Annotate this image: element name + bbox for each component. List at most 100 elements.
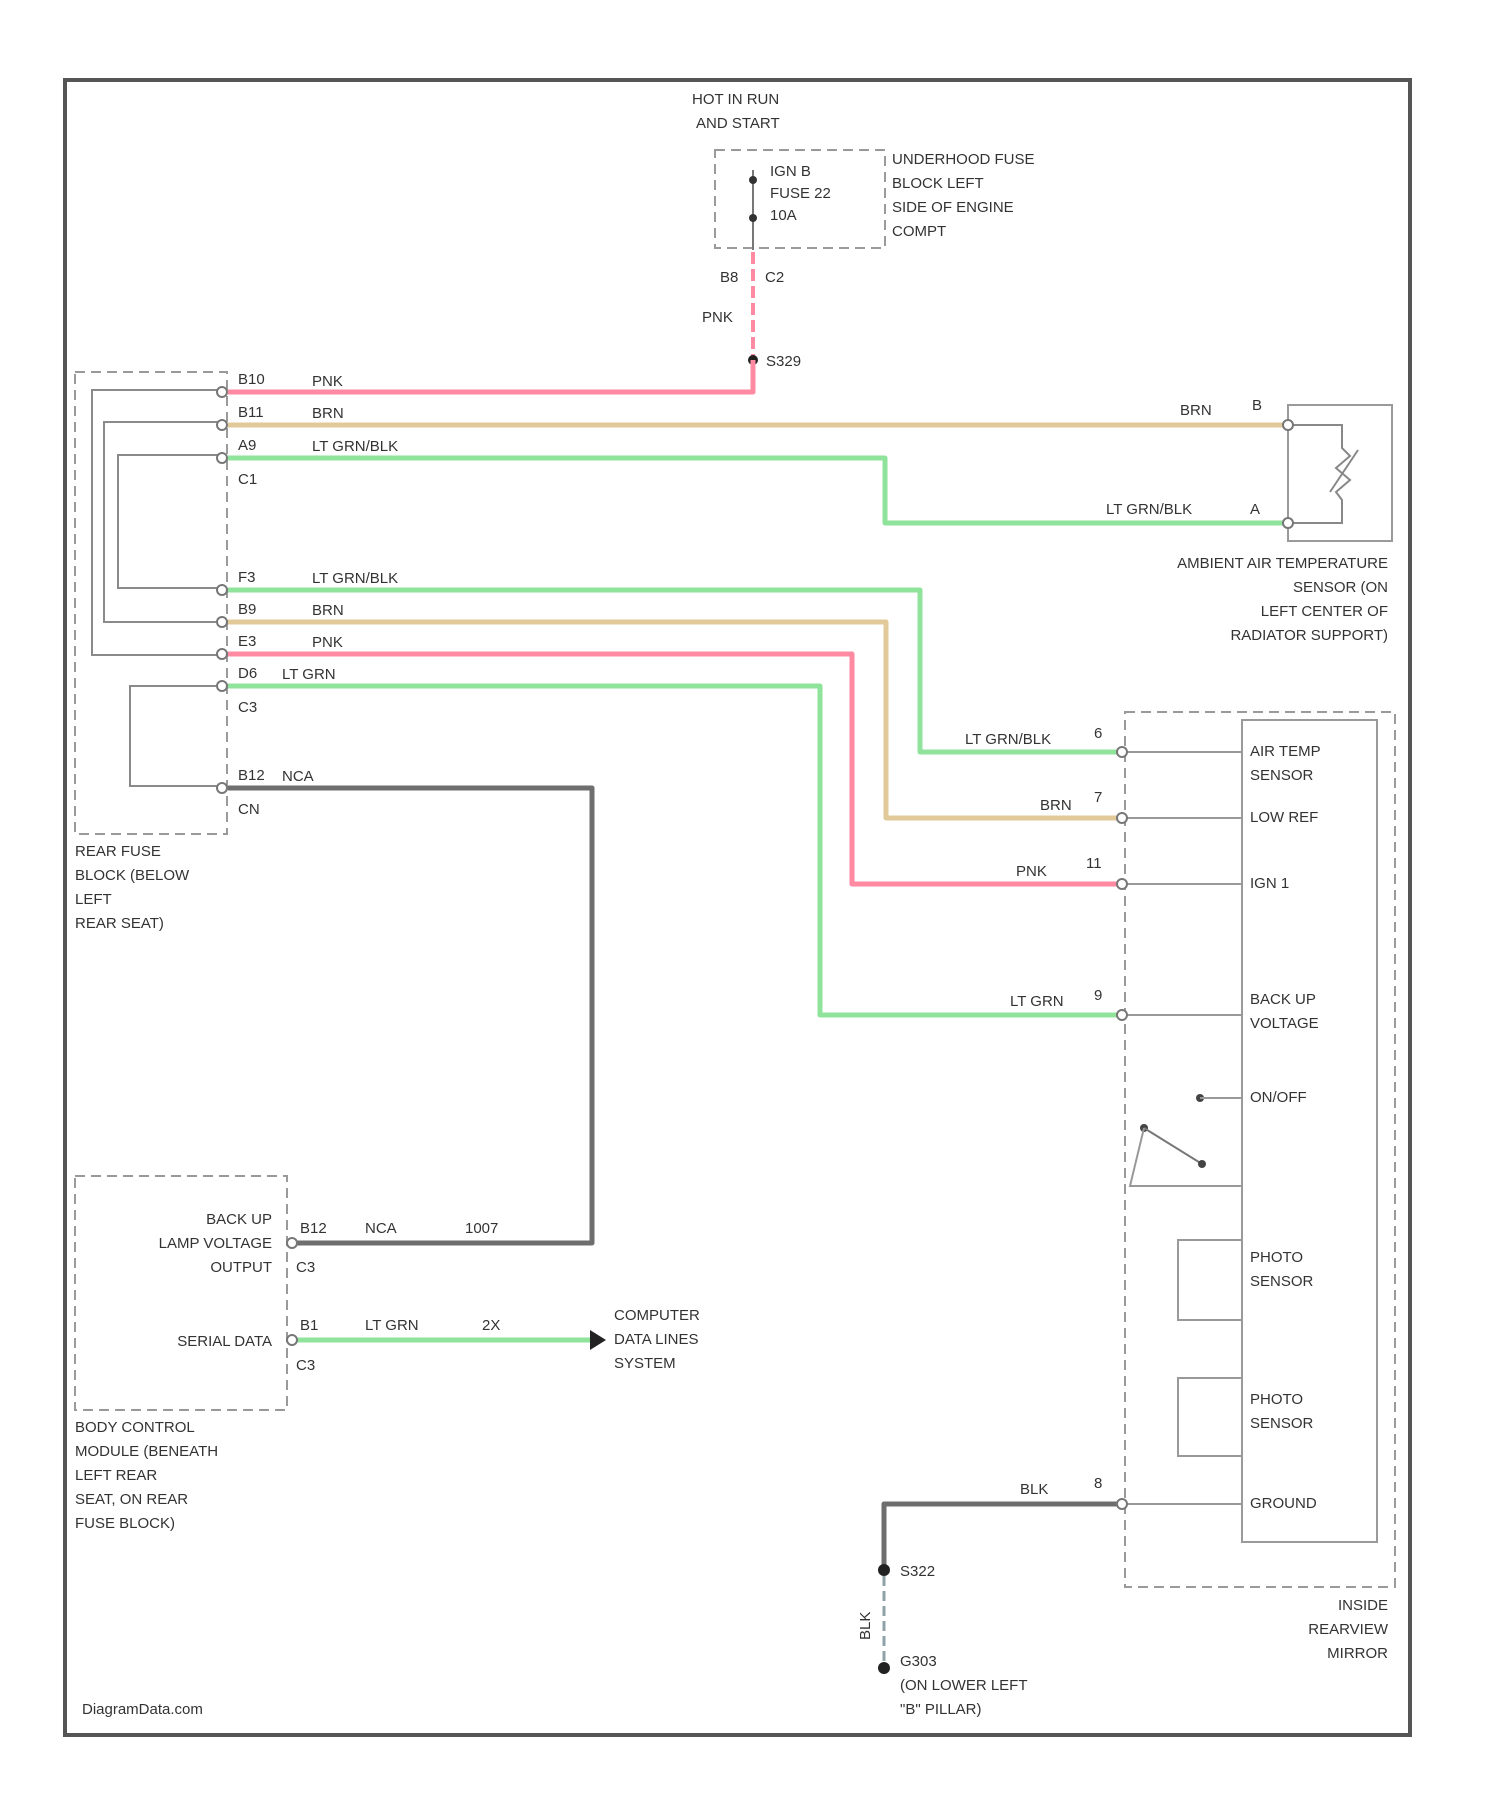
- underhood-label-2: BLOCK LEFT: [892, 175, 984, 192]
- splice-s329-label: S329: [766, 353, 801, 370]
- mirror-pin-7: 7: [1094, 789, 1102, 806]
- mirror-wire-8-color: BLK: [1020, 1481, 1048, 1498]
- wire-label-d6: LT GRN: [282, 666, 336, 683]
- bcm-backup-label-3: OUTPUT: [210, 1259, 272, 1276]
- fuse-pin-label: B8: [720, 269, 738, 286]
- fuse-text-3: 10A: [770, 207, 797, 224]
- data-line-arrow: [590, 1330, 606, 1350]
- onoff-switch-end: [1198, 1160, 1206, 1168]
- bcm-pin-b12-label: B12: [300, 1220, 327, 1237]
- computer-lines-2: DATA LINES: [614, 1331, 698, 1348]
- mirror-wire-7-color: BRN: [1040, 797, 1072, 814]
- rear-fuse-pin-label: B12: [238, 767, 265, 784]
- rear-fuse-pin-b9: [217, 617, 227, 627]
- ground-point-label-1: G303: [900, 1653, 937, 1670]
- ground-wire-color: BLK: [857, 1612, 874, 1640]
- ambient-label-2: SENSOR (ON: [1293, 579, 1388, 596]
- rear-fuse-label-1: REAR FUSE: [75, 843, 161, 860]
- mirror-func-backup-1: BACK UP: [1250, 991, 1316, 1008]
- photo-sensor-1-icon: [1178, 1240, 1242, 1320]
- ambient-pin-a: [1283, 518, 1293, 528]
- wire-label-b12: NCA: [282, 768, 314, 785]
- thermistor-icon: [1288, 425, 1350, 523]
- ground-point-g303: [878, 1662, 890, 1674]
- photo-sensor-2-label-2: SENSOR: [1250, 1415, 1314, 1432]
- hot-label-2: AND START: [696, 115, 780, 132]
- rear-fuse-label-2: BLOCK (BELOW: [75, 867, 190, 884]
- ambient-label-1: AMBIENT AIR TEMPERATURE: [1177, 555, 1388, 572]
- mirror-pin-8: 8: [1094, 1475, 1102, 1492]
- diagram-frame: [65, 80, 1410, 1735]
- rear-fuse-pin-b10: [217, 387, 227, 397]
- wire-pnk-b10: [228, 360, 753, 392]
- photo-sensor-1-label-2: SENSOR: [1250, 1273, 1314, 1290]
- mirror-func-ign: IGN 1: [1250, 875, 1289, 892]
- mirror-module: [1125, 712, 1395, 1587]
- mirror-func-backup-2: VOLTAGE: [1250, 1015, 1319, 1032]
- rear-fuse-pin-label: B11: [238, 404, 264, 421]
- wire-blk-ground: [884, 1504, 1118, 1572]
- mirror-pin-6: 6: [1094, 725, 1102, 742]
- rear-fuse-pin-label: B10: [238, 371, 265, 388]
- bcm-backup-label-2: LAMP VOLTAGE: [159, 1235, 272, 1252]
- rear-fuse-conn-label: CN: [238, 801, 260, 818]
- mirror-onoff-label: ON/OFF: [1250, 1089, 1307, 1106]
- wire-ltgrnblk-f3: [228, 590, 1118, 752]
- source-credit: DiagramData.com: [82, 1701, 203, 1718]
- ambient-wire-b-color: BRN: [1180, 402, 1212, 419]
- mirror-func-ground: GROUND: [1250, 1495, 1317, 1512]
- mirror-pin-6: [1117, 747, 1127, 757]
- rear-fuse-pin-a9: [217, 453, 227, 463]
- fuse-text-2: FUSE 22: [770, 185, 831, 202]
- mirror-pin-9: [1117, 1010, 1127, 1020]
- wire-label-e3: PNK: [312, 634, 343, 651]
- mirror-pin-11: 11: [1086, 855, 1102, 872]
- underhood-label-3: SIDE OF ENGINE: [892, 199, 1014, 216]
- ambient-wire-a-color: LT GRN/BLK: [1106, 501, 1192, 518]
- computer-lines-3: SYSTEM: [614, 1355, 676, 1372]
- fuse-conn-label: C2: [765, 269, 784, 286]
- hot-label-1: HOT IN RUN: [692, 91, 779, 108]
- rear-fuse-label-3: LEFT: [75, 891, 112, 908]
- ground-point-label-2: (ON LOWER LEFT: [900, 1677, 1028, 1694]
- bcm-label-2: MODULE (BENEATH: [75, 1443, 218, 1460]
- bcm-pin-b1-label: B1: [300, 1317, 318, 1334]
- wire-label-b10: PNK: [312, 373, 343, 390]
- ambient-label-3: LEFT CENTER OF: [1261, 603, 1388, 620]
- wire-label-f3: LT GRN/BLK: [312, 570, 398, 587]
- mirror-wire-6-color: LT GRN/BLK: [965, 731, 1051, 748]
- bcm-label-5: FUSE BLOCK): [75, 1515, 175, 1532]
- mirror-pin-7: [1117, 813, 1127, 823]
- computer-lines-1: COMPUTER: [614, 1307, 700, 1324]
- mirror-pin-9: 9: [1094, 987, 1102, 1004]
- ambient-label-4: RADIATOR SUPPORT): [1230, 627, 1388, 644]
- mirror-pin-11: [1117, 879, 1127, 889]
- mirror-wire-11-color: PNK: [1016, 863, 1047, 880]
- rear-fuse-pin-d6: [217, 681, 227, 691]
- wire-label-b9: BRN: [312, 602, 344, 619]
- ground-splice-label: S322: [900, 1563, 935, 1580]
- wire-label-b11: BRN: [312, 405, 344, 422]
- underhood-label-1: UNDERHOOD FUSE: [892, 151, 1035, 168]
- underhood-label-4: COMPT: [892, 223, 946, 240]
- ambient-pin-b: [1283, 420, 1293, 430]
- mirror-label-2: REARVIEW: [1308, 1621, 1389, 1638]
- rear-fuse-pin-label: B9: [238, 601, 256, 618]
- ambient-pin-b-label: B: [1252, 397, 1262, 414]
- bcm-wire-ltgrn-color: LT GRN: [365, 1317, 419, 1334]
- ground-point-label-3: "B" PILLAR): [900, 1701, 982, 1718]
- mirror-func-lowref: LOW REF: [1250, 809, 1318, 826]
- rear-fuse-conn-label: C3: [238, 699, 257, 716]
- bcm-conn-c3-a: C3: [296, 1259, 315, 1276]
- mirror-label-3: MIRROR: [1327, 1645, 1388, 1662]
- bcm-conn-c3-b: C3: [296, 1357, 315, 1374]
- bcm-label-1: BODY CONTROL: [75, 1419, 195, 1436]
- photo-sensor-2-icon: [1178, 1378, 1242, 1456]
- photo-sensor-2-label-1: PHOTO: [1250, 1391, 1303, 1408]
- onoff-switch-blade: [1144, 1128, 1202, 1164]
- fuse-text-1: IGN B: [770, 163, 811, 180]
- onoff-switch-return: [1130, 1128, 1242, 1186]
- rear-fuse-label-4: REAR SEAT): [75, 915, 164, 932]
